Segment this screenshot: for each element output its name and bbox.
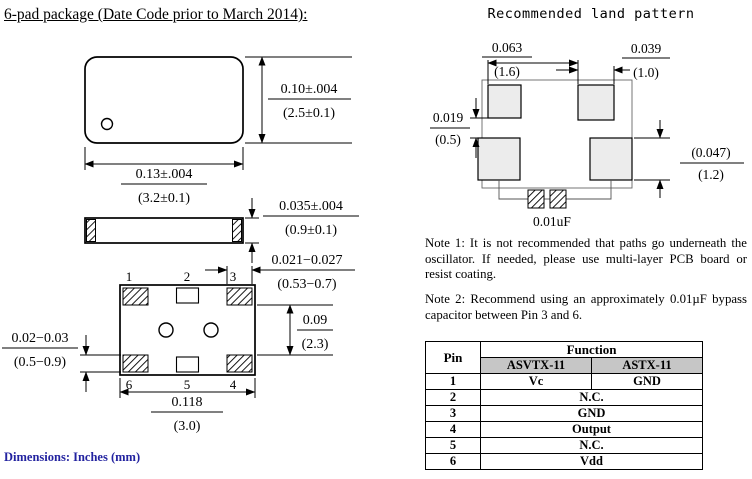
- pin-label-3: 3: [230, 269, 237, 284]
- lp-dim3-in: 0.019: [433, 110, 464, 125]
- pin-function-astx: GND: [591, 373, 703, 390]
- pin-label-6: 6: [126, 377, 133, 392]
- dim-row-pitch-mm: (2.3): [302, 337, 329, 352]
- package-outline: [84, 56, 244, 144]
- dim-body-width-in: 0.118: [172, 395, 203, 410]
- pad-6: [122, 354, 149, 373]
- pin-number: 4: [425, 421, 481, 438]
- land-pattern-drawing: 0.063 (1.6) 0.039 (1.0) 0.019 (0.5) (0.0…: [430, 40, 744, 229]
- capacitor-pad-right: [549, 189, 567, 209]
- col-header-astx: ASTX-11: [591, 357, 703, 374]
- crystal-hole-right: [203, 322, 219, 338]
- pin-number: 3: [425, 405, 481, 422]
- side-view: 0.035±.004 (0.9±0.1): [84, 198, 359, 263]
- capacitor-pad-left: [527, 189, 545, 209]
- top-view: 0.10±.004 (2.5±0.1) 0.13±.004 (3.2±0.1): [84, 56, 352, 206]
- pad-4: [226, 354, 253, 373]
- page-title: 6-pad package (Date Code prior to March …: [4, 6, 308, 23]
- pin-number: 1: [425, 373, 481, 390]
- pin-function: GND: [480, 405, 703, 422]
- table-row: 5 N.C.: [425, 437, 703, 454]
- pin-function-asvtx: Vc: [480, 373, 592, 390]
- lp-dim4-in: (0.047): [691, 145, 730, 160]
- pin-number: 6: [425, 453, 481, 470]
- lp-dim1-mm: (1.6): [494, 64, 520, 79]
- pin-label-5: 5: [184, 377, 191, 392]
- dimension-lines: [2, 266, 355, 413]
- land-pad-top-right: [577, 84, 615, 121]
- land-pad-bottom-right: [589, 137, 633, 181]
- lp-dim2-in: 0.039: [631, 41, 662, 56]
- pin1-indicator-dot: [100, 117, 114, 131]
- dimension-lines: [430, 56, 744, 198]
- dimensions-footnote: Dimensions: Inches (mm): [4, 450, 141, 464]
- land-pad-top-left: [487, 84, 522, 119]
- crystal-hole-left: [158, 322, 174, 338]
- land-pad-bottom-left: [477, 137, 521, 181]
- lp-dim4-mm: (1.2): [698, 167, 724, 182]
- bypass-capacitor: [498, 180, 612, 209]
- pin-label-1: 1: [126, 269, 133, 284]
- table-row: 3 GND: [425, 405, 703, 422]
- land-pattern-title: Recommended land pattern: [487, 6, 695, 22]
- table-row: 4 Output: [425, 421, 703, 438]
- table-header-row: Pin Function: [425, 341, 703, 374]
- dim-row-pitch-in: 0.09: [303, 313, 328, 328]
- table-subheader-row: ASVTX-11 ASTX-11: [426, 357, 703, 374]
- pad-1: [122, 287, 149, 306]
- note-1: Note 1: It is not recommended that paths…: [425, 236, 747, 282]
- dim-height-mm: (2.5±0.1): [283, 106, 335, 121]
- dim-width-in: 0.13±.004: [136, 167, 193, 182]
- table-row: 1 Vc GND: [425, 373, 703, 390]
- pin-number: 2: [425, 389, 481, 406]
- lp-dim1-in: 0.063: [492, 40, 523, 55]
- pad-2: [175, 287, 200, 304]
- bottom-view: 1 2 3 6 5 4: [2, 253, 355, 434]
- col-header-function: Function: [480, 341, 703, 358]
- dim-body-width-mm: (3.0): [174, 419, 201, 434]
- dim-pad-height-mm: (0.5−0.9): [14, 355, 67, 370]
- capacitor-value-label: 0.01uF: [533, 214, 571, 229]
- pin-function: N.C.: [480, 437, 703, 454]
- pin-function: Output: [480, 421, 703, 438]
- dim-pad-width-mm: (0.53−0.7): [277, 277, 337, 292]
- lp-dim2-mm: (1.0): [633, 65, 659, 80]
- note-2: Note 2: Recommend using an approximately…: [425, 292, 747, 322]
- dim-thickness-in: 0.035±.004: [279, 199, 343, 214]
- table-row: 2 N.C.: [425, 389, 703, 406]
- pin-function: Vdd: [480, 453, 703, 470]
- lp-dim3-mm: (0.5): [435, 132, 461, 147]
- dim-pad-width-in: 0.021−0.027: [272, 253, 343, 268]
- col-header-asvtx: ASVTX-11: [480, 357, 592, 374]
- pin-label-4: 4: [230, 377, 237, 392]
- col-header-pin: Pin: [425, 341, 481, 374]
- side-pad-right: [232, 219, 242, 242]
- pin-label-2: 2: [184, 269, 191, 284]
- table-row: 6 Vdd: [425, 453, 703, 470]
- side-pad-left: [86, 219, 96, 242]
- pad-5: [175, 356, 200, 373]
- oscillator-outline: [481, 79, 633, 189]
- dim-width-mm: (3.2±0.1): [138, 191, 190, 206]
- pin-number: 5: [425, 437, 481, 454]
- dimension-lines: [84, 56, 352, 185]
- dim-height-in: 0.10±.004: [281, 82, 338, 97]
- side-body: [84, 217, 244, 244]
- dim-pad-height-in: 0.02−0.03: [12, 331, 69, 346]
- pin-function-table: Pin Function ASVTX-11 ASTX-11 1 Vc GND 2…: [425, 341, 703, 470]
- pin-function: N.C.: [480, 389, 703, 406]
- dim-thickness-mm: (0.9±0.1): [285, 223, 337, 238]
- package-drawing: 0.10±.004 (2.5±0.1) 0.13±.004 (3.2±0.1) …: [2, 56, 359, 434]
- land-pads: [477, 84, 633, 181]
- dimension-lines: [245, 198, 359, 263]
- pad-3: [226, 287, 253, 306]
